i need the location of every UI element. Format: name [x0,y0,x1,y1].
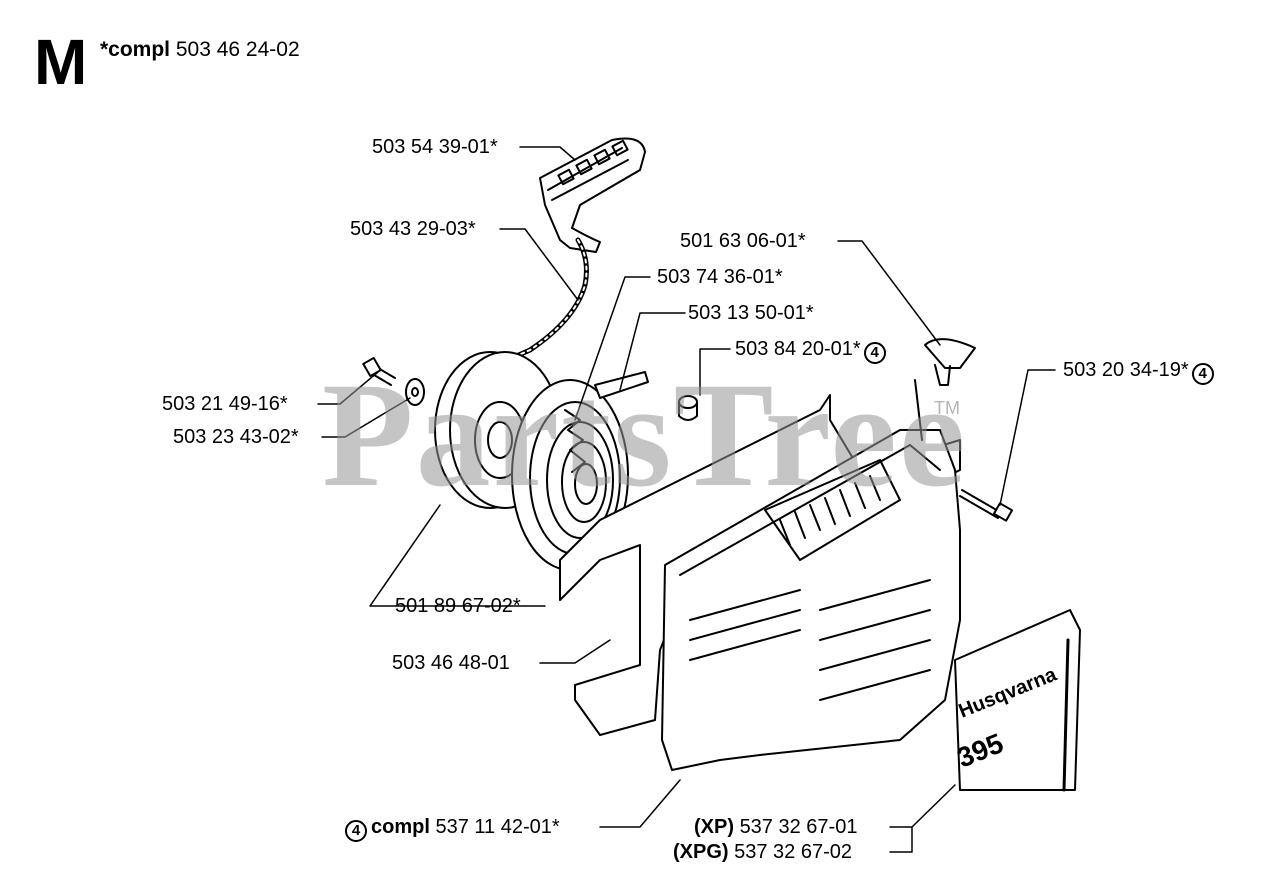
compl-label: *compl [100,38,171,61]
cover-screw-part [959,489,1014,522]
part-label-537-32-67-02[interactable]: (XPG) 537 32 67-02 [673,842,852,862]
part-label-503-23-43-02[interactable]: 503 23 43-02* [173,427,299,447]
part-number: 503 13 50-01* [688,302,814,324]
part-number: 537 32 67-01 [739,816,858,838]
part-label-503-43-29-03[interactable]: 503 43 29-03* [350,219,476,239]
decal-part [954,609,1081,792]
part-number: 501 63 06-01* [680,230,806,252]
circled-4-icon: 4 [1191,363,1214,385]
part-label-501-63-06-01[interactable]: 501 63 06-01* [680,231,806,251]
bushing-part [678,395,698,421]
compl-number: 503 46 24-02 [175,38,300,61]
part-number: 503 23 43-02* [173,426,299,448]
part-label-503-74-36-01[interactable]: 503 74 36-01* [657,267,783,287]
grommet-part [924,338,976,386]
part-number: 537 32 67-02 [734,841,853,863]
part-label-503-21-49-16[interactable]: 503 21 49-16* [162,394,288,414]
part-number: 503 43 29-03* [350,218,476,240]
part-number: 503 54 39-01* [372,136,498,158]
part-label-503-54-39-01[interactable]: 503 54 39-01* [372,137,498,157]
part-number: 503 21 49-16* [162,393,288,415]
watermark-tm: TM [934,398,960,418]
section-letter: M [34,26,88,98]
part-prefix: (XP) [694,816,734,838]
watermark: PartsTree [322,352,968,518]
starter-cover-part [661,379,961,771]
part-label-503-13-50-01[interactable]: 503 13 50-01* [688,303,814,323]
part-number: 501 89 67-02* [395,595,521,617]
part-label-503-84-20-01[interactable]: 503 84 20-01*4 [735,339,886,364]
part-number: 503 74 36-01* [657,266,783,288]
part-number: 503 84 20-01* [735,338,861,360]
part-number: 537 11 42-01* [435,816,560,838]
part-label-501-89-67-02[interactable]: 501 89 67-02* [395,596,521,616]
part-label-537-32-67-01[interactable]: (XP) 537 32 67-01 [694,817,857,837]
starter-handle-part [539,137,646,253]
part-prefix: (XPG) [673,841,729,863]
part-number: 503 46 48-01 [392,652,510,674]
part-prefix: compl [371,816,430,838]
part-number: 503 20 34-19* [1063,359,1189,381]
circled-4-icon: 4 [345,820,367,842]
leader-lines [317,146,1056,853]
circled-4-icon: 4 [863,342,886,364]
assembly-header: *compl 503 46 24-02 [100,38,300,62]
part-label-503-46-48-01[interactable]: 503 46 48-01 [392,653,510,673]
part-label-503-20-34-19[interactable]: 503 20 34-19*4 [1063,360,1214,385]
